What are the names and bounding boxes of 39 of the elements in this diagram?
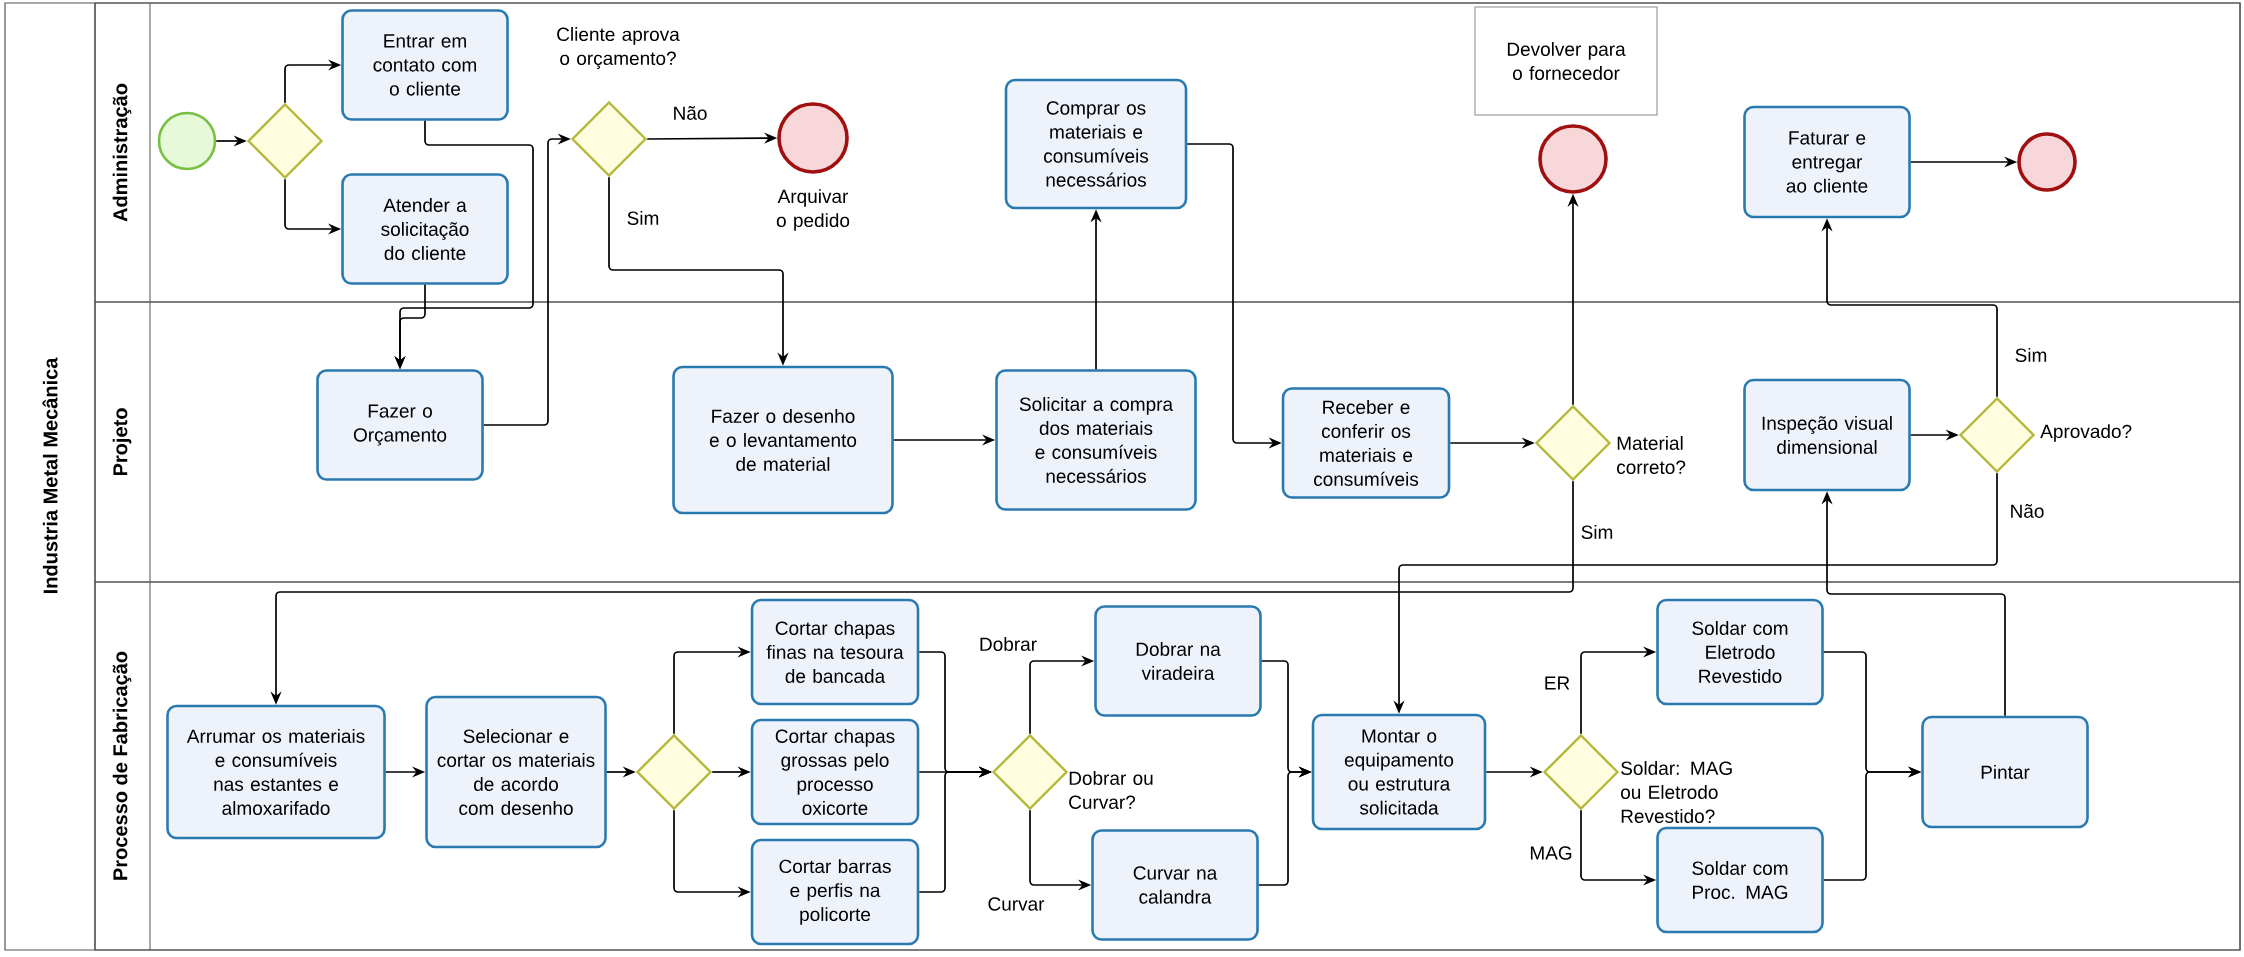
end-circle <box>1538 124 1608 194</box>
task-box: Receber e conferir os materiais e consumíveis <box>1281 387 1451 499</box>
task-box: Soldar com Eletrodo Revestido <box>1656 598 1824 706</box>
edge-label: Sim <box>2013 346 2049 364</box>
task-box: Fazer o desenho e o levantamento de material <box>672 365 894 515</box>
task-box: Inspeção visual dimensional <box>1743 378 1911 492</box>
task-box: Solicitar a compra dos materiais e consumíveis necessários <box>995 369 1197 511</box>
task-box: Cortar chapas finas na tesoura de bancada <box>750 598 920 706</box>
edge-label: Dobrar <box>977 635 1039 653</box>
edge-label: MAG <box>1527 844 1575 862</box>
gateway-label: Soldar: MAG ou Eletrodo Revestido? <box>1621 761 1732 823</box>
gateway-label: Dobrar ou Curvar? <box>1069 771 1153 809</box>
task-box: Fazer o Orçamento <box>316 369 484 481</box>
task-box: Faturar e entregar ao cliente <box>1743 105 1911 219</box>
edge-label: Não <box>2008 502 2046 520</box>
gateway-label: Aprovado? <box>2040 424 2132 442</box>
task-box: Pintar <box>1921 715 2089 829</box>
edge-label: Não <box>671 104 709 122</box>
edge-label: Curvar <box>986 895 1046 913</box>
end-circle <box>2017 132 2077 192</box>
edge-label: ER <box>1542 674 1572 692</box>
task-box: Dobrar na viradeira <box>1094 605 1262 717</box>
edge-label: Sim <box>625 209 661 227</box>
task-box: Montar o equipamento ou estrutura solicitada <box>1311 713 1487 831</box>
gateway-label: Cliente aprova o orçamento? <box>557 27 680 69</box>
task-box: Selecionar e cortar os materiais de acordo com desenho <box>425 695 607 849</box>
task-box: Cortar barras e perfis na policorte <box>750 838 920 946</box>
gateway-label: Material correto? <box>1617 436 1686 474</box>
annotation-box: Devolver para o fornecedor <box>1474 6 1658 116</box>
edge-label: Sim <box>1579 523 1615 541</box>
task-box: Comprar os materiais e consumíveis necessários <box>1004 78 1188 210</box>
task-box: Entrar em contato com o cliente <box>341 9 509 121</box>
task-box: Curvar na calandra <box>1091 829 1259 941</box>
task-box: Soldar com Proc. MAG <box>1656 826 1824 934</box>
event-label: Arquivar o pedido <box>776 189 850 231</box>
start-circle <box>157 111 217 171</box>
task-box: Cortar chapas grossas pelo processo oxicorte <box>750 718 920 826</box>
task-box: Atender a solicitação do cliente <box>341 173 509 285</box>
task-box: Arrumar os materiais e consumíveis nas estantes e almoxarifado <box>166 704 386 840</box>
